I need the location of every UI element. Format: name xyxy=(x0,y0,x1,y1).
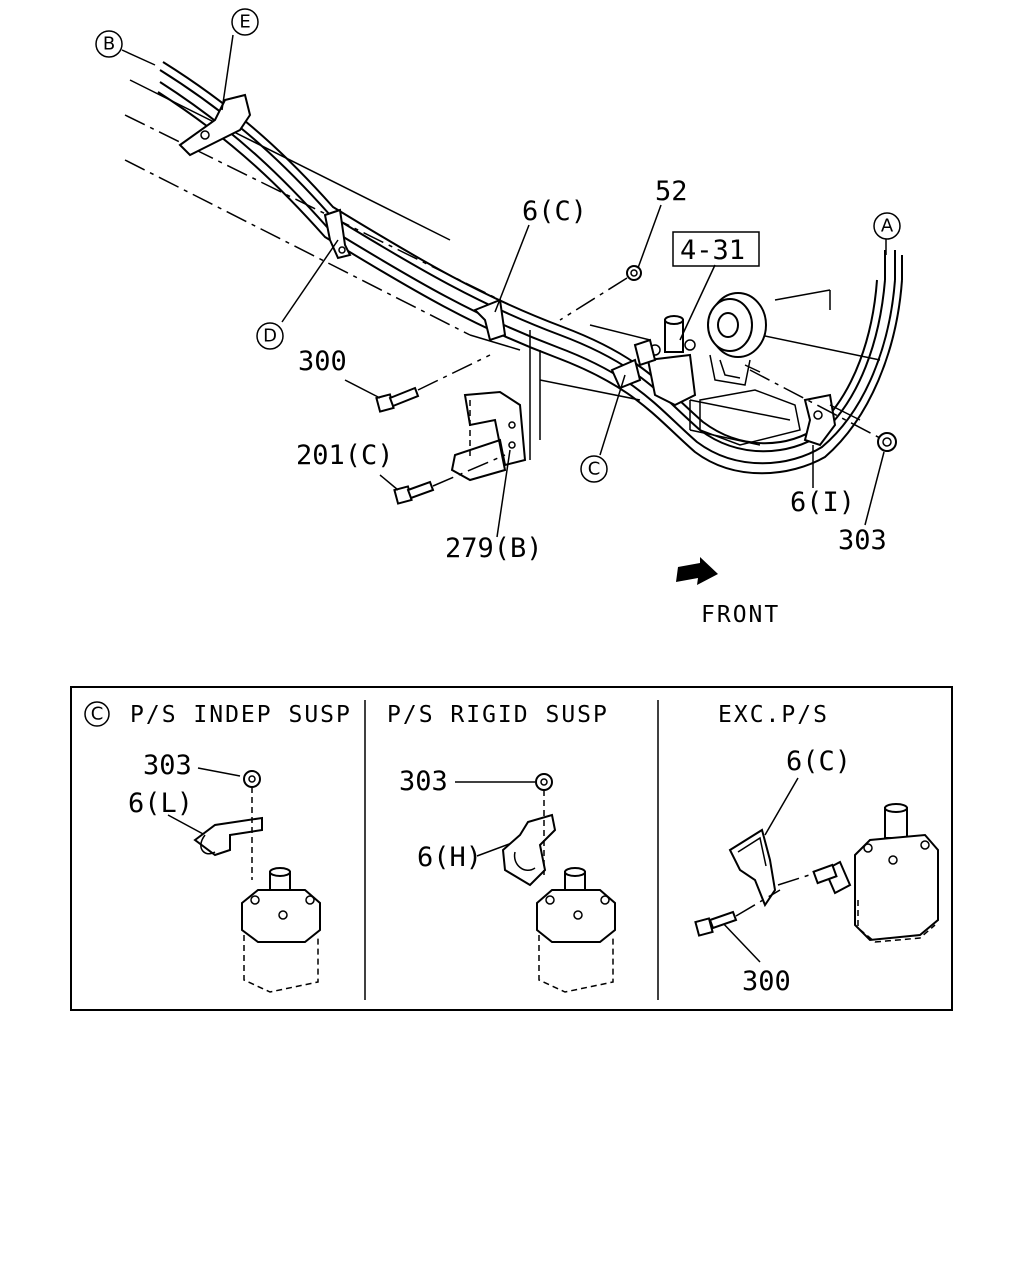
panel1-title: P/S INDEP SUSP xyxy=(130,702,352,728)
nut-52 xyxy=(626,265,642,281)
solenoid-valve xyxy=(633,315,697,407)
front-label: FRONT xyxy=(701,602,780,628)
clip-bracket-e xyxy=(178,93,252,157)
panel1-label-6l: 6(L) xyxy=(128,788,193,819)
svg-text:C: C xyxy=(91,704,104,725)
panel-exc-ps: EXC.P/S 6(C) 300 xyxy=(694,702,939,997)
panel2-title: P/S RIGID SUSP xyxy=(387,702,609,728)
clip-c xyxy=(610,358,642,390)
clip-d xyxy=(323,208,352,260)
label-300: 300 xyxy=(298,346,347,377)
ref-circle-e: E xyxy=(231,8,259,36)
front-arrow-icon xyxy=(676,557,718,585)
panel3-label-300: 300 xyxy=(742,966,791,997)
main-assembly-view: B E D A C 6(C) 52 4-31 300 201(C) 279(B)… xyxy=(95,8,903,628)
label-6i: 6(I) xyxy=(790,487,855,518)
detail-panel: C P/S INDEP SUSP 303 6(L) P/S RIGID SUSP… xyxy=(70,686,953,1011)
ref-circle-d: D xyxy=(256,322,284,350)
panel-indep-susp: C P/S INDEP SUSP 303 6(L) xyxy=(84,701,352,993)
bolt-201c xyxy=(393,480,435,505)
clip-6c xyxy=(473,298,507,342)
svg-text:D: D xyxy=(263,326,277,347)
ref-circle-c: C xyxy=(580,455,608,483)
label-303: 303 xyxy=(838,525,887,556)
nut-303 xyxy=(877,432,897,452)
bracket-279b xyxy=(450,390,527,482)
ref-circle-a: A xyxy=(873,212,901,240)
panel3-label-6c: 6(C) xyxy=(786,746,851,777)
mount-box xyxy=(699,389,801,446)
svg-text:C: C xyxy=(588,459,601,480)
bolt-300 xyxy=(375,386,420,413)
svg-text:E: E xyxy=(239,12,250,33)
clip-6i xyxy=(803,393,837,447)
svg-text:B: B xyxy=(103,34,115,55)
panel-rigid-susp: P/S RIGID SUSP 303 6(H) xyxy=(387,702,616,993)
label-279b: 279(B) xyxy=(445,533,543,564)
panel1-label-303: 303 xyxy=(143,750,192,781)
label-201c: 201(C) xyxy=(296,440,394,471)
svg-text:A: A xyxy=(881,216,894,237)
label-6c: 6(C) xyxy=(522,196,587,227)
pulley-motor xyxy=(707,292,767,386)
label-431-box xyxy=(672,231,760,267)
panel2-label-303: 303 xyxy=(399,766,448,797)
ref-circle-b: B xyxy=(95,30,123,58)
panel3-title: EXC.P/S xyxy=(718,702,829,728)
label-431: 4-31 xyxy=(680,235,745,266)
label-52: 52 xyxy=(655,176,688,207)
panel2-label-6h: 6(H) xyxy=(417,842,482,873)
